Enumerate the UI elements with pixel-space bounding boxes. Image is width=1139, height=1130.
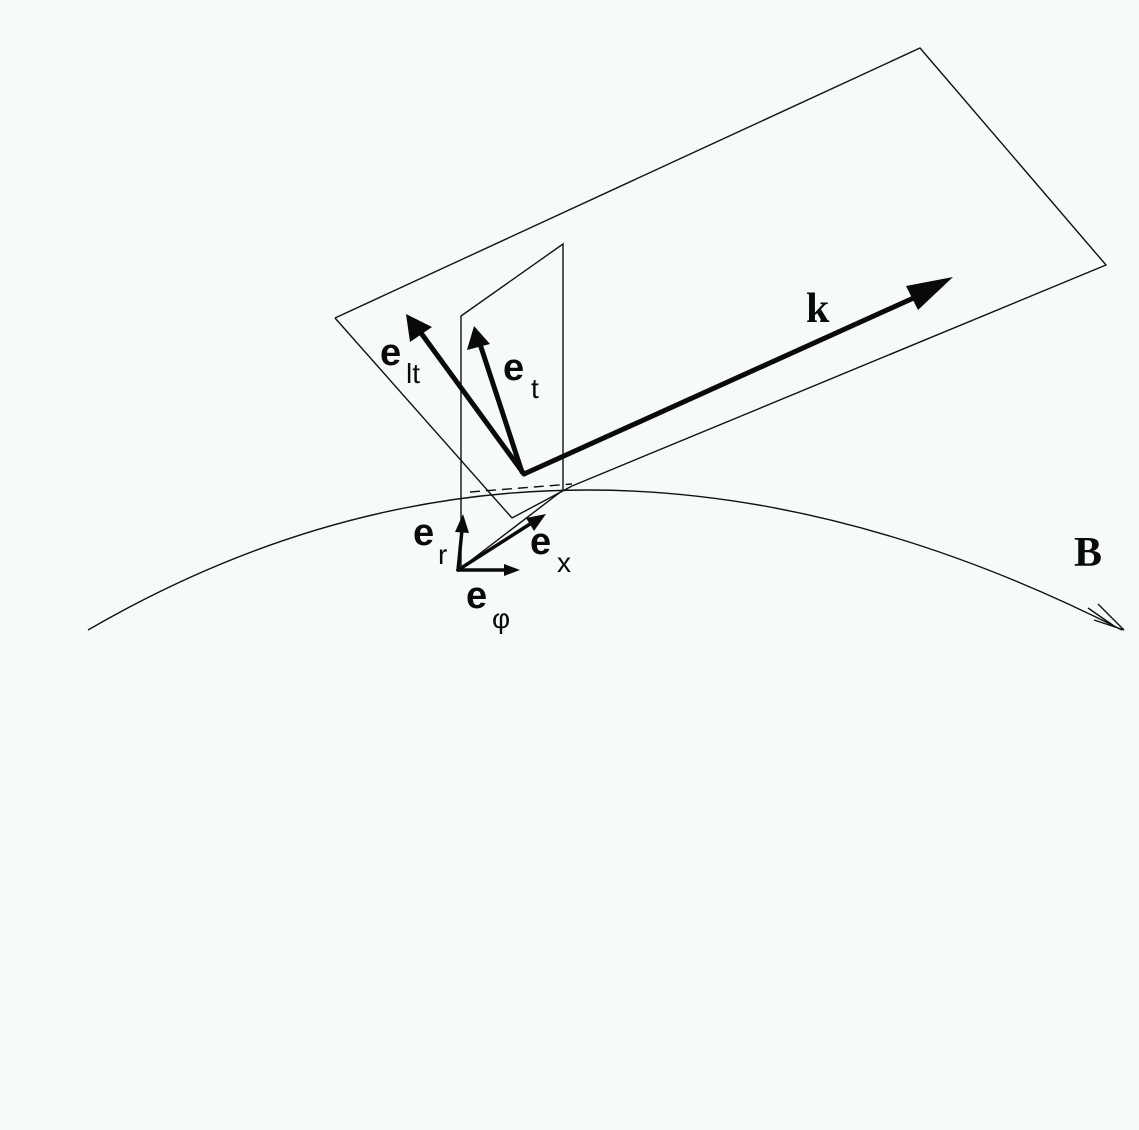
vector-k xyxy=(521,293,921,477)
vector-k-arrowhead xyxy=(906,277,953,310)
field-line-b xyxy=(87,489,1123,631)
svg-text:r: r xyxy=(438,539,447,570)
vector-e-lt-arrowhead xyxy=(406,314,432,342)
vector-e-r xyxy=(456,528,464,572)
small-plane xyxy=(460,242,564,570)
intersection-dashed-line xyxy=(469,483,573,493)
svg-text:t: t xyxy=(531,373,539,404)
svg-text:e: e xyxy=(503,347,524,389)
label-e-r: e r xyxy=(413,512,447,570)
vector-e-x-arrowhead xyxy=(526,514,546,531)
vector-e-phi-arrowhead xyxy=(504,564,520,576)
vector-e-t xyxy=(477,341,525,475)
label-e-t: e t xyxy=(503,347,539,404)
label-e-x: e x xyxy=(530,521,571,578)
svg-text:e: e xyxy=(413,512,434,554)
large-plane-left-edge xyxy=(334,317,513,519)
svg-text:e: e xyxy=(466,575,487,617)
label-e-lt: e lt xyxy=(380,332,420,389)
svg-text:e: e xyxy=(380,332,401,374)
label-k: k xyxy=(806,286,830,332)
svg-text:x: x xyxy=(557,547,571,578)
svg-text:e: e xyxy=(530,521,551,563)
svg-text:φ: φ xyxy=(492,603,510,634)
vector-e-lt xyxy=(418,330,527,477)
field-line-arrowhead xyxy=(1087,603,1125,631)
large-plane xyxy=(334,47,1108,487)
vector-e-x xyxy=(456,522,532,572)
vector-e-r-arrowhead xyxy=(455,514,469,533)
label-e-phi: e φ xyxy=(466,575,510,634)
svg-text:lt: lt xyxy=(406,358,420,389)
label-b: B xyxy=(1074,530,1102,576)
vector-e-t-arrowhead xyxy=(467,326,490,350)
